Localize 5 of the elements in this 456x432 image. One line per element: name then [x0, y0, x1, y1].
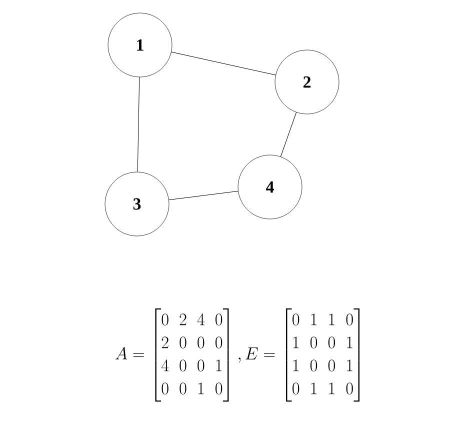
edge-line — [171, 52, 276, 76]
edge-line — [280, 112, 297, 157]
edge-line — [137, 76, 140, 172]
edge-line — [168, 190, 238, 200]
matrix-equation: $A = \begin{bmatrix}0 & 2 & 4 & 0\\ 2 & 0 & 0 & 0\\ 4 & 0 & 0 & 1\\ 0 & 0 & 1 & 0\end{bmatrix}, E = \begin{bmatrix}0 & 1 & 1 & 0\\ 1 & 0 & 0 & 1\\ 1 & 0 & 0 & 1\\ 0 & 1 & 1 & 0\end{bmatrix}$ — [115, 308, 360, 402]
